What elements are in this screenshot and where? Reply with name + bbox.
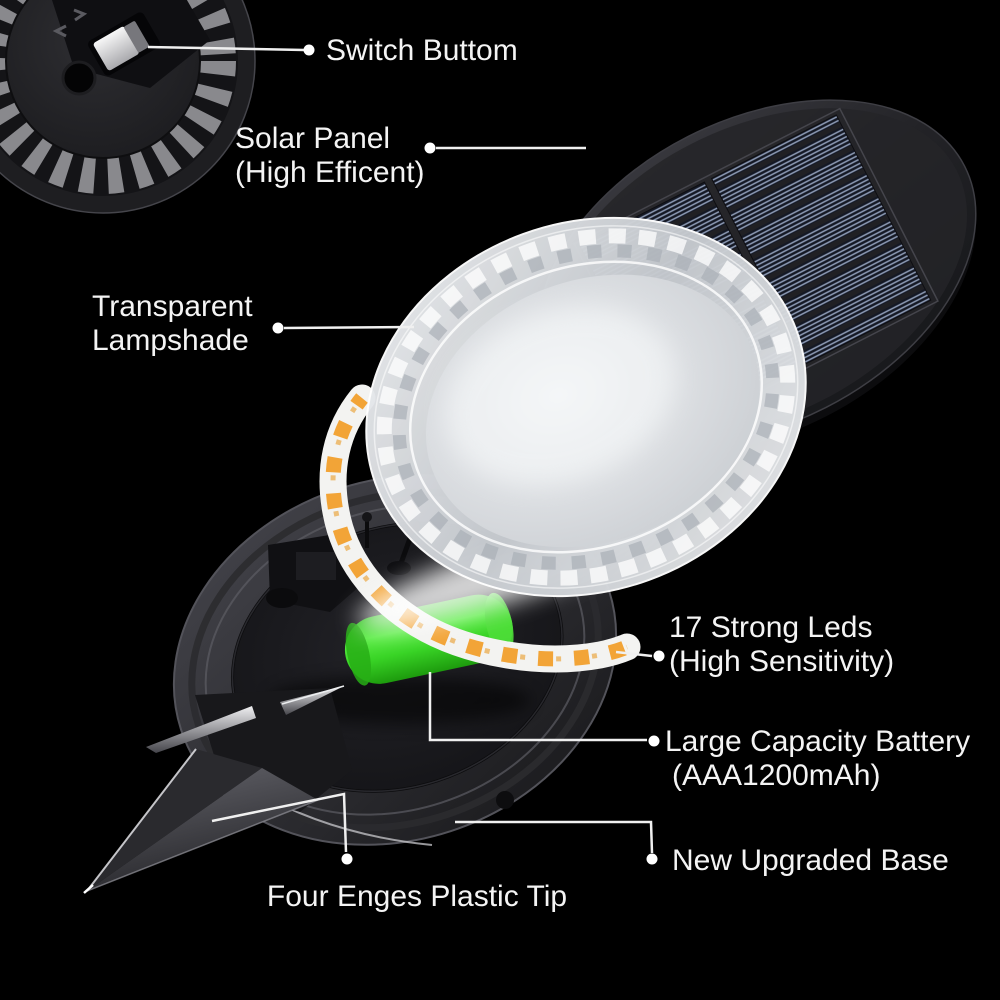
transparent-lampshade	[365, 216, 807, 598]
mounting-hole	[61, 60, 97, 96]
callout-line-leds	[615, 650, 653, 658]
callout-dot-base	[646, 853, 658, 865]
callout-dot-spike	[341, 853, 353, 865]
callout-line-base	[455, 820, 654, 854]
spike-cone-front	[87, 768, 318, 891]
callout-dot-lampshade	[272, 322, 284, 334]
label-solar-panel-line1: Solar Panel	[235, 122, 390, 155]
switch-slot	[88, 12, 160, 76]
callout-lines	[147, 45, 654, 854]
callout-dot-leds	[653, 650, 665, 662]
lamp-underside-disc	[0, 0, 256, 214]
callout-line-spike	[211, 792, 348, 853]
label-battery-line1: Large Capacity Battery	[665, 725, 970, 758]
label-leds-line1: 17 Strong Leds	[669, 611, 872, 644]
facet-ring-inner	[392, 244, 780, 570]
spike-cone-back	[87, 749, 262, 891]
callout-dot-battery	[648, 735, 660, 747]
spike-fin-right	[280, 686, 344, 715]
label-battery-line2: (AAA1200mAh)	[672, 759, 880, 792]
base-notch	[496, 791, 514, 809]
ground-spike	[83, 685, 352, 894]
base-pin-2	[362, 512, 372, 548]
callout-labels: Switch Buttom Solar Panel (High Efficent…	[92, 34, 970, 913]
callout-line-battery	[428, 672, 647, 742]
callout-dot-switch	[303, 44, 315, 56]
switch-knob	[93, 26, 139, 71]
label-leds-line2: (High Sensitivity)	[669, 645, 894, 678]
label-base: New Upgraded Base	[672, 844, 949, 877]
callout-dot-solar	[424, 142, 436, 154]
rim-ribs	[0, 0, 236, 194]
callout-line-lampshade	[283, 325, 415, 330]
callout-dots	[272, 44, 665, 865]
switch-direction-arrows	[52, 8, 88, 38]
label-lampshade-line2: Lampshade	[92, 324, 249, 357]
label-spike: Four Enges Plastic Tip	[267, 880, 567, 913]
callout-line-switch	[147, 45, 305, 52]
label-switch-button: Switch Buttom	[326, 34, 518, 67]
spike-fin-left	[146, 706, 256, 753]
facet-ring-outer	[376, 228, 796, 586]
label-solar-panel-line2: (High Efficent)	[235, 156, 425, 189]
label-lampshade-line1: Transparent	[92, 290, 253, 323]
